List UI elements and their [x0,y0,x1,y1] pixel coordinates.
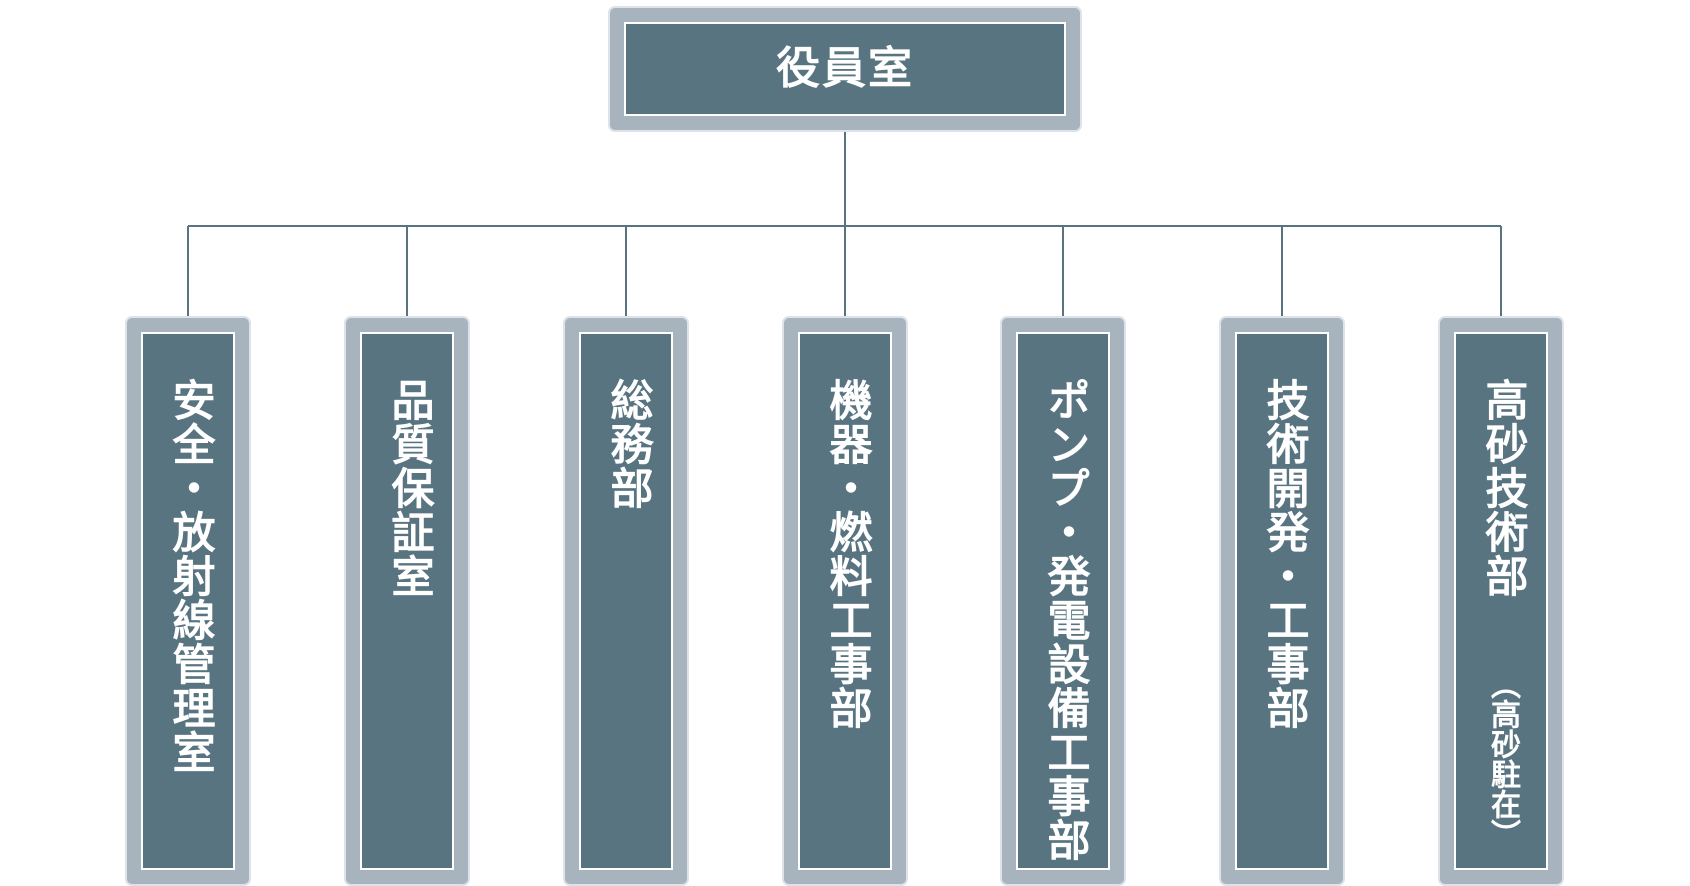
dept-node-label: 技術開発・工事部 [1259,378,1309,730]
dept-node-safety-radiation: 安全・放射線管理室 [125,316,251,886]
dept-node-inner: 高砂技術部 （高砂駐在） [1454,332,1548,870]
dept-node-label: ポンプ・発電設備工事部 [1040,378,1090,862]
dept-node-inner: 技術開発・工事部 [1235,332,1329,870]
dept-node-inner: 安全・放射線管理室 [141,332,235,870]
dept-node-label: 総務部 [603,378,653,510]
root-node-label: 役員室 [776,43,914,94]
root-node-inner: 役員室 [624,22,1066,116]
dept-node-takasago-tech: 高砂技術部 （高砂駐在） [1438,316,1564,886]
dept-node-inner: 機器・燃料工事部 [798,332,892,870]
dept-node-inner: 総務部 [579,332,673,870]
dept-node-label: 高砂技術部 [1478,378,1528,598]
dept-node-label: 機器・燃料工事部 [822,378,872,730]
dept-node-general-affairs: 総務部 [563,316,689,886]
dept-node-pump-power: ポンプ・発電設備工事部 [1000,316,1126,886]
dept-node-tech-development: 技術開発・工事部 [1219,316,1345,886]
dept-node-inner: ポンプ・発電設備工事部 [1016,332,1110,870]
dept-node-label: 安全・放射線管理室 [165,378,215,774]
dept-node-equipment-fuel: 機器・燃料工事部 [782,316,908,886]
dept-node-label: 品質保証室 [384,378,434,598]
root-node-executive-office: 役員室 [608,6,1082,132]
dept-node-sublabel: （高砂駐在） [1485,669,1520,849]
dept-node-quality-assurance: 品質保証室 [344,316,470,886]
dept-node-inner: 品質保証室 [360,332,454,870]
